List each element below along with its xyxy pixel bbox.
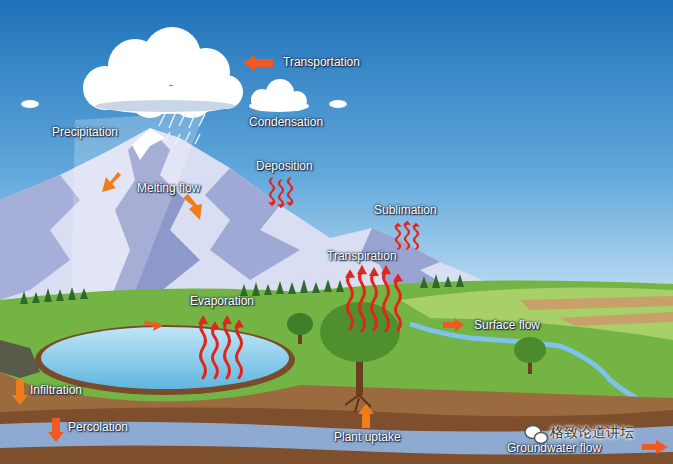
field [560, 312, 673, 326]
transpiration-arrows [345, 265, 403, 331]
cloud [21, 100, 39, 108]
deep-soil [0, 407, 673, 464]
melt-arrow [183, 194, 202, 220]
cloud [329, 100, 347, 108]
field [520, 296, 673, 310]
sublimation-arrows [394, 221, 420, 250]
uptake-arrow [358, 404, 374, 428]
runoff-arrow [144, 320, 163, 331]
watermark: 格致论道讲坛 [550, 424, 634, 441]
lake [41, 327, 289, 389]
process-label: Deposition [256, 159, 313, 173]
infiltration-arrow [12, 380, 28, 405]
process-label: Melting flow [137, 181, 200, 195]
process-label: Surface flow [474, 318, 540, 332]
process-label: Sublimation [374, 203, 437, 217]
deposition-arrows [268, 178, 294, 208]
evaporation-arrows [198, 315, 244, 378]
process-label: Transpiration [327, 249, 397, 263]
cloud-shadow [95, 100, 235, 112]
mountain-shadow [0, 175, 80, 300]
process-label: Plant uptake [334, 430, 401, 444]
cloud [83, 27, 243, 118]
melt-arrow [102, 172, 121, 192]
process-label: Transportation [283, 55, 360, 69]
process-label: Condensation [249, 115, 323, 129]
tree-canopy [287, 313, 313, 335]
surface-flow-arrow [443, 318, 464, 332]
tree-canopy [514, 337, 546, 363]
transport-arrow [243, 55, 273, 71]
groundwater-arrow [642, 440, 668, 454]
process-label: Groundwater flow [507, 441, 601, 455]
process-label: Evaporation [190, 294, 254, 308]
mountain-shadow [205, 168, 300, 280]
rocks [0, 340, 40, 378]
cloud [249, 79, 309, 112]
process-label: Percolation [68, 420, 128, 434]
process-label: Precipitation [52, 125, 118, 139]
process-label: Infiltration [30, 383, 82, 397]
percolation-arrow [48, 418, 64, 442]
rain [159, 114, 205, 144]
